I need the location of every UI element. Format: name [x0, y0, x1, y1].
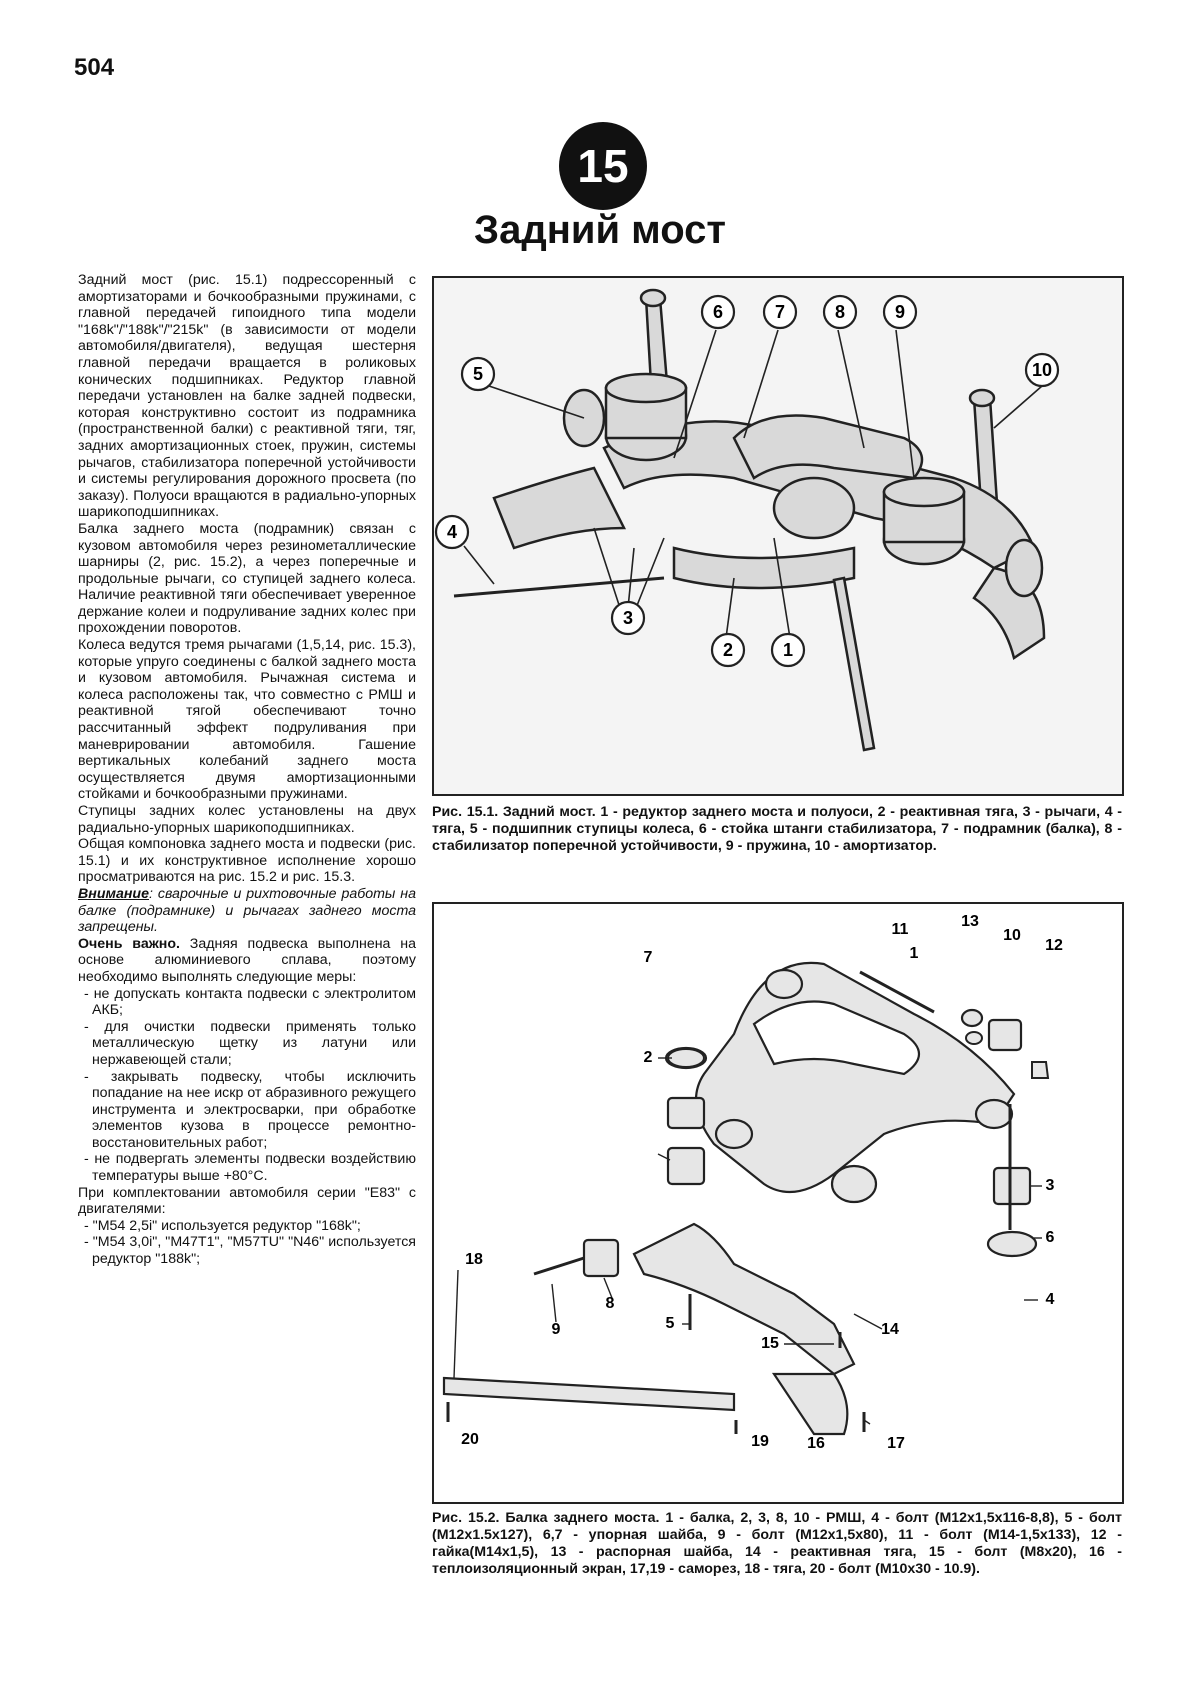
- callout-label: 3: [1046, 1177, 1055, 1194]
- list-item: - закрывать подвеску, чтобы исключить по…: [84, 1068, 416, 1151]
- callout-label: 17: [887, 1435, 905, 1452]
- callout-label: 5: [666, 1315, 675, 1332]
- callout-label: 15: [761, 1335, 779, 1352]
- callout-circle: [460, 356, 496, 392]
- rear-axle-illustration: 1 2 3 4 5 6 7 8 9 10: [434, 288, 1060, 752]
- callout-label: 6: [713, 302, 723, 322]
- callout-label: 12: [1045, 937, 1063, 954]
- paragraph: При комплектовании автомобиля серии "E83…: [78, 1184, 416, 1218]
- warning-text: : сварочные и рихтовочные работы на балк…: [78, 885, 416, 936]
- callout-label: 20: [461, 1431, 479, 1448]
- callout-label: 19: [751, 1433, 769, 1450]
- chapter-number-badge: 15: [559, 122, 647, 210]
- list-item: - не подвергать элементы подвески воздей…: [84, 1151, 416, 1185]
- callout-label: 2: [644, 1049, 653, 1066]
- callout-label: 13: [961, 913, 979, 930]
- callout-label: 7: [775, 302, 785, 322]
- callout-label: 8: [835, 302, 845, 322]
- figure1-callouts: 1 2 3 4 5 6 7 8 9 10: [434, 294, 1060, 668]
- callout-circle: [1024, 352, 1060, 388]
- callout-circle: [700, 294, 736, 330]
- callout-label: 14: [881, 1321, 899, 1338]
- figure2-caption: Рис. 15.2. Балка заднего моста. 1 - балк…: [432, 1510, 1122, 1577]
- figure-rear-axle: 1 2 3 4 5 6 7 8 9 10: [432, 276, 1124, 796]
- callout-label: 9: [552, 1321, 561, 1338]
- callout-label: 10: [1003, 927, 1021, 944]
- callout-label: 3: [623, 608, 633, 628]
- list-item: - "M54 3,0i", "M47T1", "M57TU" "N46" исп…: [84, 1234, 416, 1268]
- paragraph: Задний мост (рис. 15.1) подрессоренный с…: [78, 272, 416, 521]
- callout-label: 2: [723, 640, 733, 660]
- important-paragraph: Очень важно. Задняя подвеска выполнена н…: [78, 936, 416, 986]
- callout-circle: [710, 632, 746, 668]
- callout-circle: [822, 294, 858, 330]
- callout-label: 4: [1046, 1291, 1055, 1308]
- callout-label: 16: [807, 1435, 825, 1452]
- list-item: - не допускать контакта подвески с элект…: [84, 985, 416, 1019]
- list-item: - "M54 2,5i" используется редуктор "168k…: [84, 1217, 361, 1234]
- chapter-title: Задний мост: [474, 208, 726, 252]
- important-lead: Очень важно.: [78, 935, 180, 952]
- callout-label: 9: [895, 302, 905, 322]
- callout-circle: [434, 514, 470, 550]
- body-text-column: Задний мост (рис. 15.1) подрессоренный с…: [78, 272, 416, 1268]
- paragraph: Колеса ведутся тремя рычагами (1,5,14, р…: [78, 637, 416, 803]
- paragraph: Общая компоновка заднего моста и подвеск…: [78, 836, 416, 886]
- callout-label: 10: [1032, 360, 1052, 380]
- callout-label: 1: [783, 640, 793, 660]
- callout-label: 5: [473, 364, 483, 384]
- page-number: 504: [74, 54, 115, 81]
- paragraph: Балка заднего моста (подрамник) связан с…: [78, 520, 416, 637]
- paragraph: Ступицы задних колес установлены на двух…: [78, 803, 416, 836]
- callout-label: 1: [910, 945, 919, 962]
- callout-label: 7: [644, 949, 653, 966]
- callout-label: 8: [606, 1295, 615, 1312]
- callout-circle: [770, 632, 806, 668]
- callout-label: 6: [1046, 1229, 1055, 1246]
- callout-circle: [882, 294, 918, 330]
- important-text: Задняя подвеска выполнена на основе алюм…: [78, 935, 416, 985]
- list-item: - для очистки подвески применять только …: [84, 1018, 416, 1068]
- callout-label: 18: [465, 1251, 483, 1268]
- warning-lead: Внимание: [78, 885, 149, 902]
- callout-circle: [762, 294, 798, 330]
- callout-circle: [610, 600, 646, 636]
- warning-paragraph: Внимание: сварочные и рихтовочные работы…: [78, 886, 416, 936]
- callout-label: 4: [447, 522, 457, 542]
- callout-label: 11: [892, 921, 909, 938]
- figure1-caption: Рис. 15.1. Задний мост. 1 - редуктор зад…: [432, 804, 1122, 854]
